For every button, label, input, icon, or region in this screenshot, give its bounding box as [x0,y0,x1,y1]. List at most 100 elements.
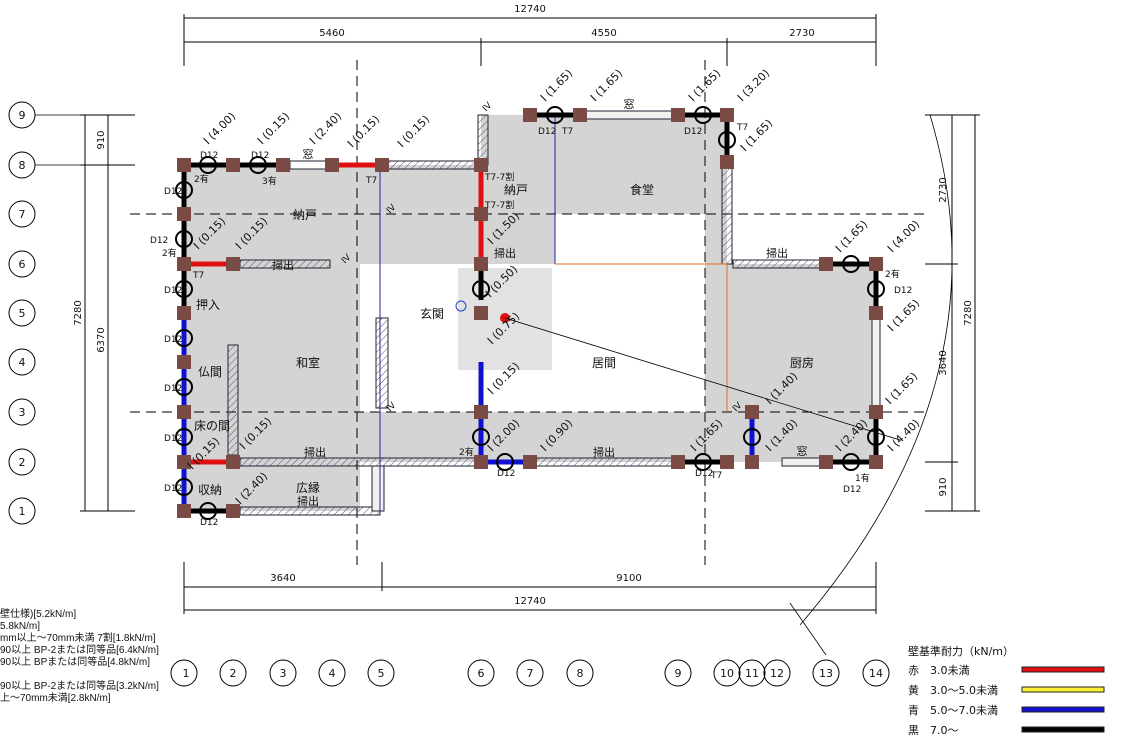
reference-marker-icon[interactable] [455,300,467,312]
mark-2yu: 2有 [194,173,209,185]
legend-line: 5.8kN/m] [0,621,40,632]
room-chubo: 厨房 [790,355,814,370]
mark-d12: D12 [200,518,218,528]
room-oshiire: 押入 [196,298,220,312]
legend-line: mm以上～70mm未満 7割[1.8kN/m] [0,631,156,644]
opening-window: 窓 [624,97,635,111]
mark-d12: D12 [164,187,182,197]
room-nando-left: 納戸 [293,208,317,222]
mark-t7: T7 [710,471,722,481]
mark-t7: T7 [365,176,377,186]
mark-d12: D12 [164,484,182,494]
wall-annotation: I (4.40) [885,417,922,454]
opening-window: 窓 [797,444,808,458]
grid-col-label: 1 [183,667,190,680]
grid-row-9: 9 [8,101,36,129]
mark-t7-7: T7-7割 [484,199,514,211]
hardware-circles [175,106,885,520]
legend-line: 90以上 BPまたは同等品[4.8kN/m] [0,655,150,668]
grid-col-label: 10 [720,667,734,680]
dim-left-6370: 6370 [96,327,107,352]
room-shokudo: 食堂 [630,182,654,197]
grid-row-7: 7 [8,200,36,228]
dim-bottom-total: 12740 [514,596,546,607]
legend-label: 青 5.0～7.0未満 [908,704,998,717]
grid-col-label: 3 [280,667,287,680]
room-shuno: 収納 [198,483,222,497]
leader-line [789,602,827,656]
legend-label: 黄 3.0～5.0未満 [908,683,998,697]
mark-2yu: 2有 [162,247,177,259]
opening-hakidashi: 掃出 [766,246,788,260]
dim-top-3: 2730 [789,28,814,39]
wall-annotation: I (1.65) [833,218,870,255]
grid-row-label: 5 [19,307,26,320]
grid-col-label: 2 [230,667,237,680]
room-genkan: 玄関 [420,306,444,321]
grid-col-label: 14 [869,667,883,680]
wall-annotation: I (1.65) [885,297,922,334]
grid-col-label: 9 [675,667,682,680]
opening-hakidashi: 掃出 [297,494,319,508]
dim-top-total: 12740 [514,4,546,15]
opening-window: 窓 [303,147,314,161]
wall-annotation: I (1.65) [588,67,625,104]
mark-d12: D12 [695,469,713,479]
grid-col-label: 12 [770,667,784,680]
legend-swatch-blue [1021,706,1105,713]
mark-d12: D12 [164,434,182,444]
arc-line [799,114,953,626]
wall-spec-legend: 壁仕様)[5.2kN/m] 5.8kN/m] mm以上～70mm未満 7割[1.… [0,607,159,704]
wall-annotation: I (0.15) [255,110,292,147]
grid-row-6: 6 [8,250,36,278]
room-labels: 納戸 納戸 食堂 玄関 和室 居間 厨房 押入 仏間 床の間 広縁 収納 掃出 … [194,97,814,508]
legend-line: 壁仕様)[5.2kN/m] [0,607,76,620]
grid-col-label: 13 [819,667,833,680]
reference-lines [555,263,728,412]
grid-row-label: 3 [19,406,26,419]
opening-hakidashi: 掃出 [593,445,615,459]
columns [177,108,883,518]
room-ima: 居間 [592,356,616,370]
grid-col-label: 4 [329,667,336,680]
mark-iv: IV [481,100,495,114]
wall-annotation: I (0.15) [345,113,382,150]
openings [227,110,881,516]
wall-annotation: I (3.20) [735,67,772,104]
legend-swatch-red [1021,666,1105,673]
grid-row-1: 1 [8,497,36,525]
grid-col-label: 11 [745,667,759,680]
grid-row-3: 3 [8,398,36,426]
grid-col-label: 7 [527,667,534,680]
legend-line: 90以上 BP-2または同等品[3.2kN/m] [0,679,159,692]
mark-2yu: 2有 [885,268,900,280]
legend-label: 黒 7.0～ [908,724,959,737]
dim-bottom-1: 3640 [270,573,295,584]
mark-2yu: 2有 [459,446,474,458]
grid-dashed-lines [130,60,930,565]
wall-strength-legend: 壁基準耐力（kN/m） 赤 3.0未満 黄 3.0～5.0未満 青 5.0～7.… [908,644,1105,737]
mark-t7: T7 [192,271,204,281]
eccentricity-line [504,317,901,441]
mark-d12: D12 [251,151,269,161]
grid-row-markers: 9 8 7 6 5 4 3 2 1 [8,101,135,525]
grid-row-label: 7 [19,208,26,221]
grid-col-label: 6 [478,667,485,680]
legend-swatch-yellow [1021,686,1105,693]
mark-d12: D12 [497,469,515,479]
dim-right-7280: 7280 [963,300,974,325]
grid-row-2: 2 [8,448,36,476]
dim-bottom-2: 9100 [616,573,641,584]
grid-row-label: 4 [19,356,26,369]
legend-swatch-black [1021,726,1105,733]
grid-row-label: 1 [19,505,26,518]
mark-d12: D12 [150,236,168,246]
grid-col-label: 8 [577,667,584,680]
mark-t7: T7 [736,123,748,133]
legend-line: 上～70mm未満[2.8kN/m] [0,692,111,704]
wall-annotation: I (4.00) [201,110,238,147]
dim-right-2730: 2730 [938,177,949,202]
wall-annotation: I (4.00) [885,218,922,255]
